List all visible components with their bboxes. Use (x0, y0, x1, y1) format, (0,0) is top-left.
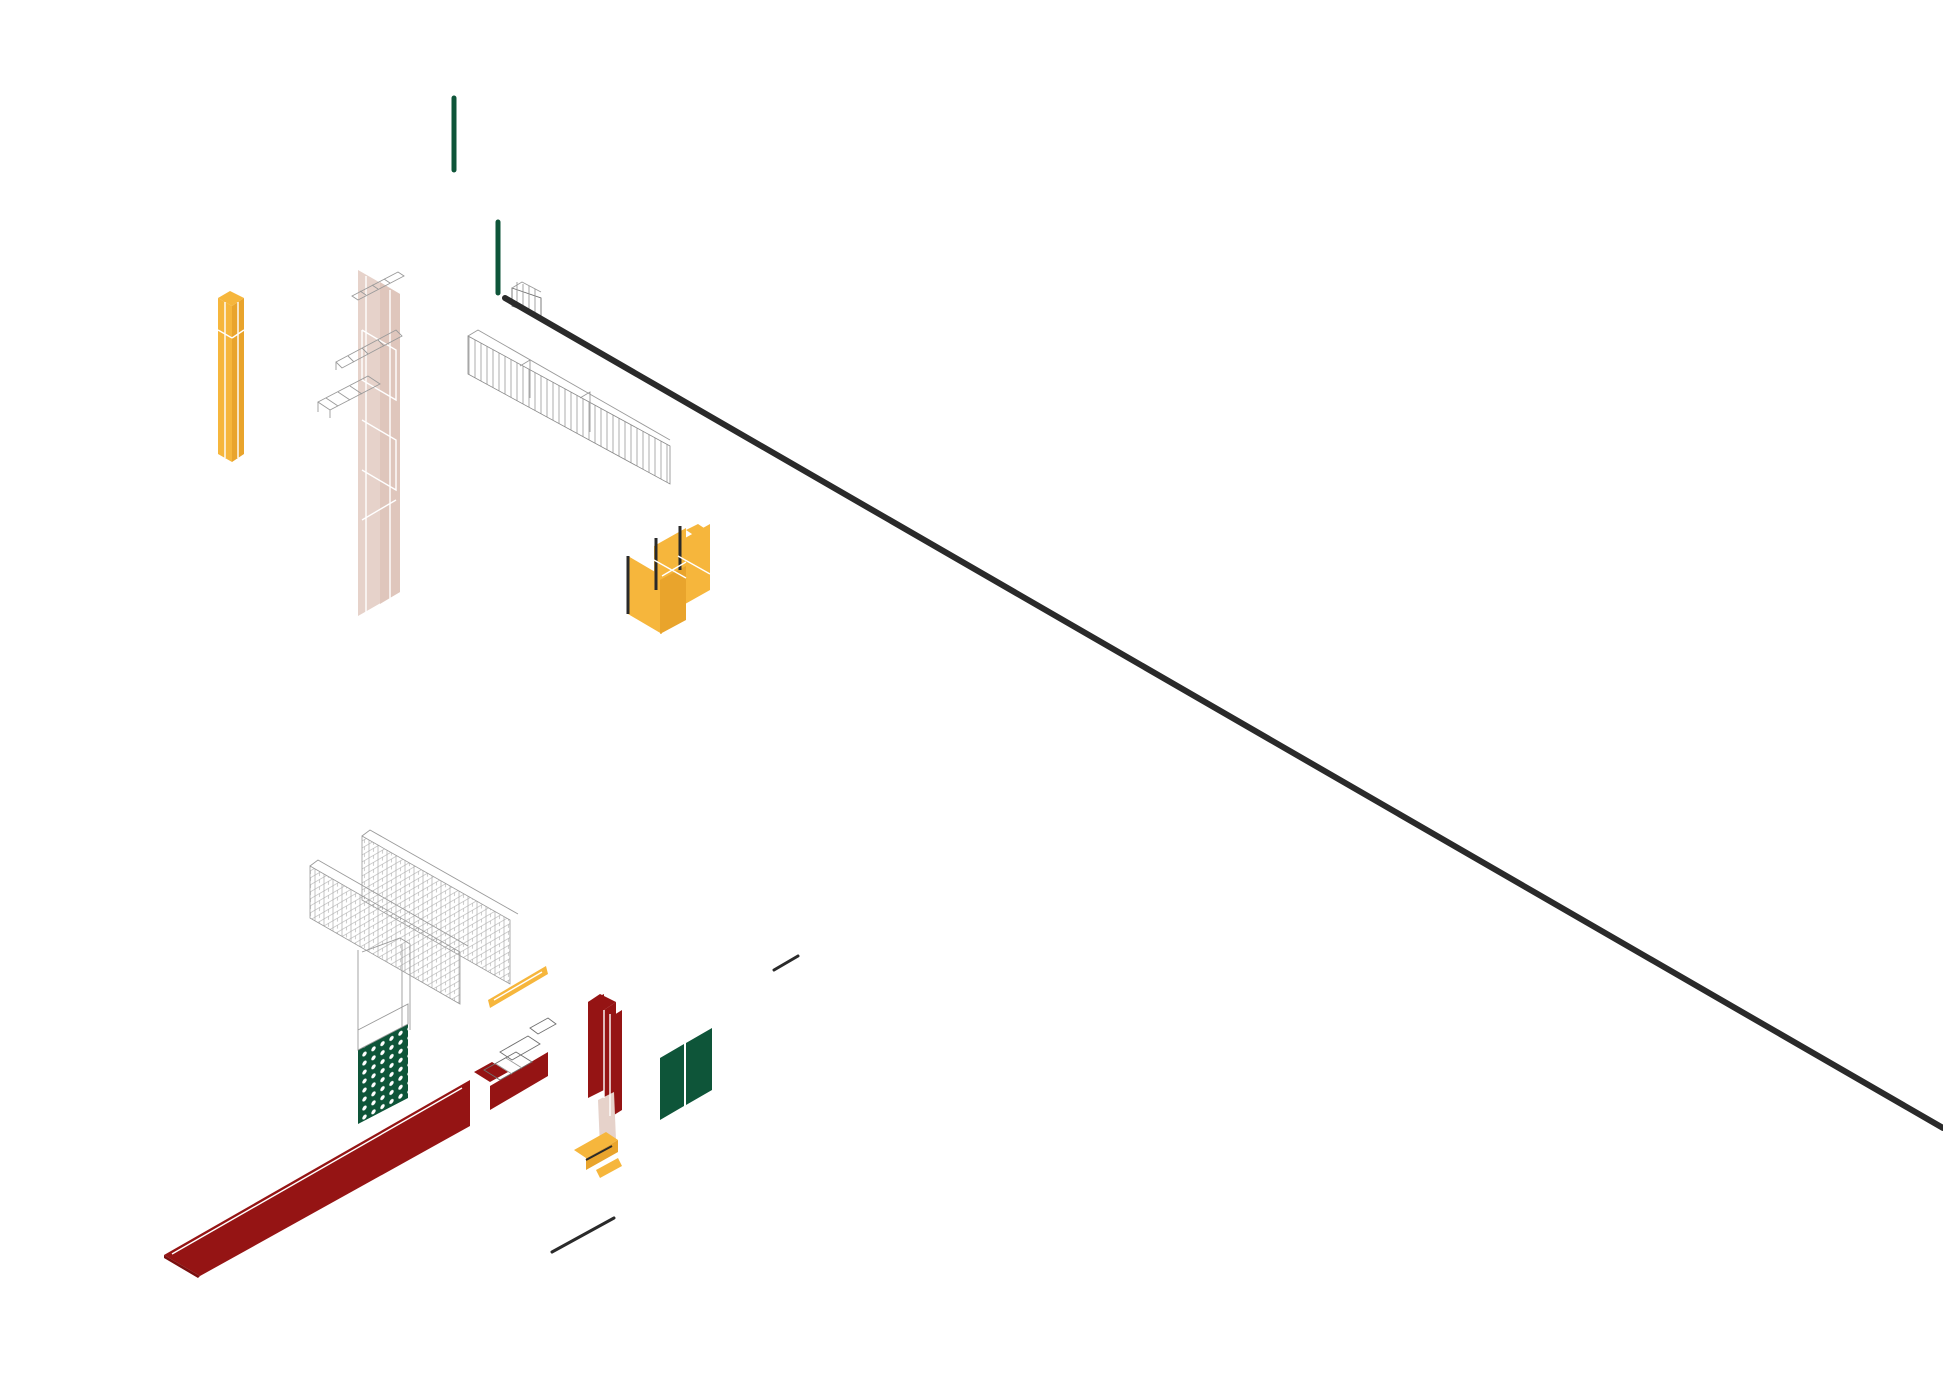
green-door-left (660, 1044, 684, 1120)
railing-wireframe (467, 329, 671, 485)
long-dark-beam-line (502, 295, 1943, 1131)
red-column-main (588, 994, 604, 1098)
wire-shelf-2 (335, 329, 403, 370)
wire-shelf-1 (351, 271, 405, 301)
wire-shelf-3 (317, 375, 381, 418)
red-block-b (474, 1062, 508, 1082)
green-door-panels (660, 1028, 712, 1120)
red-column-cap (588, 994, 616, 1010)
railing-body (467, 335, 671, 485)
pink-wall-with-shelves (317, 270, 405, 616)
red-slab-tip (164, 1255, 200, 1278)
yellow-stair-blocks (574, 1132, 622, 1178)
yellow-vertical-column (217, 291, 245, 462)
short-dark-segments (550, 954, 800, 1254)
yellow-panel-cluster (626, 524, 711, 634)
yellow-panel-a (628, 556, 662, 634)
yellow-panel-top (686, 524, 710, 538)
brick-wall-front (309, 865, 461, 1005)
brick-wall-back (361, 835, 511, 985)
green-lattice-panel (357, 1003, 409, 1124)
small-yellow-beam (488, 966, 548, 1008)
green-door-right (686, 1028, 712, 1105)
dark-step-edge (585, 1145, 613, 1161)
red-stair-blocks (474, 1017, 557, 1110)
red-floor-slab (164, 1080, 470, 1278)
short-segment-upper (772, 954, 800, 972)
yellow-step-1 (574, 1132, 618, 1158)
red-column-assembly (588, 994, 622, 1148)
yellow-step-3 (596, 1158, 622, 1178)
red-slab-top (164, 1080, 470, 1276)
yellow-panel-d (660, 566, 686, 634)
brick-wall-wireframes (309, 829, 519, 1030)
short-segment-lower (550, 1216, 616, 1254)
red-block-a (490, 1052, 548, 1110)
lattice-face (358, 1024, 408, 1124)
long-dark-beam (502, 295, 1943, 1131)
